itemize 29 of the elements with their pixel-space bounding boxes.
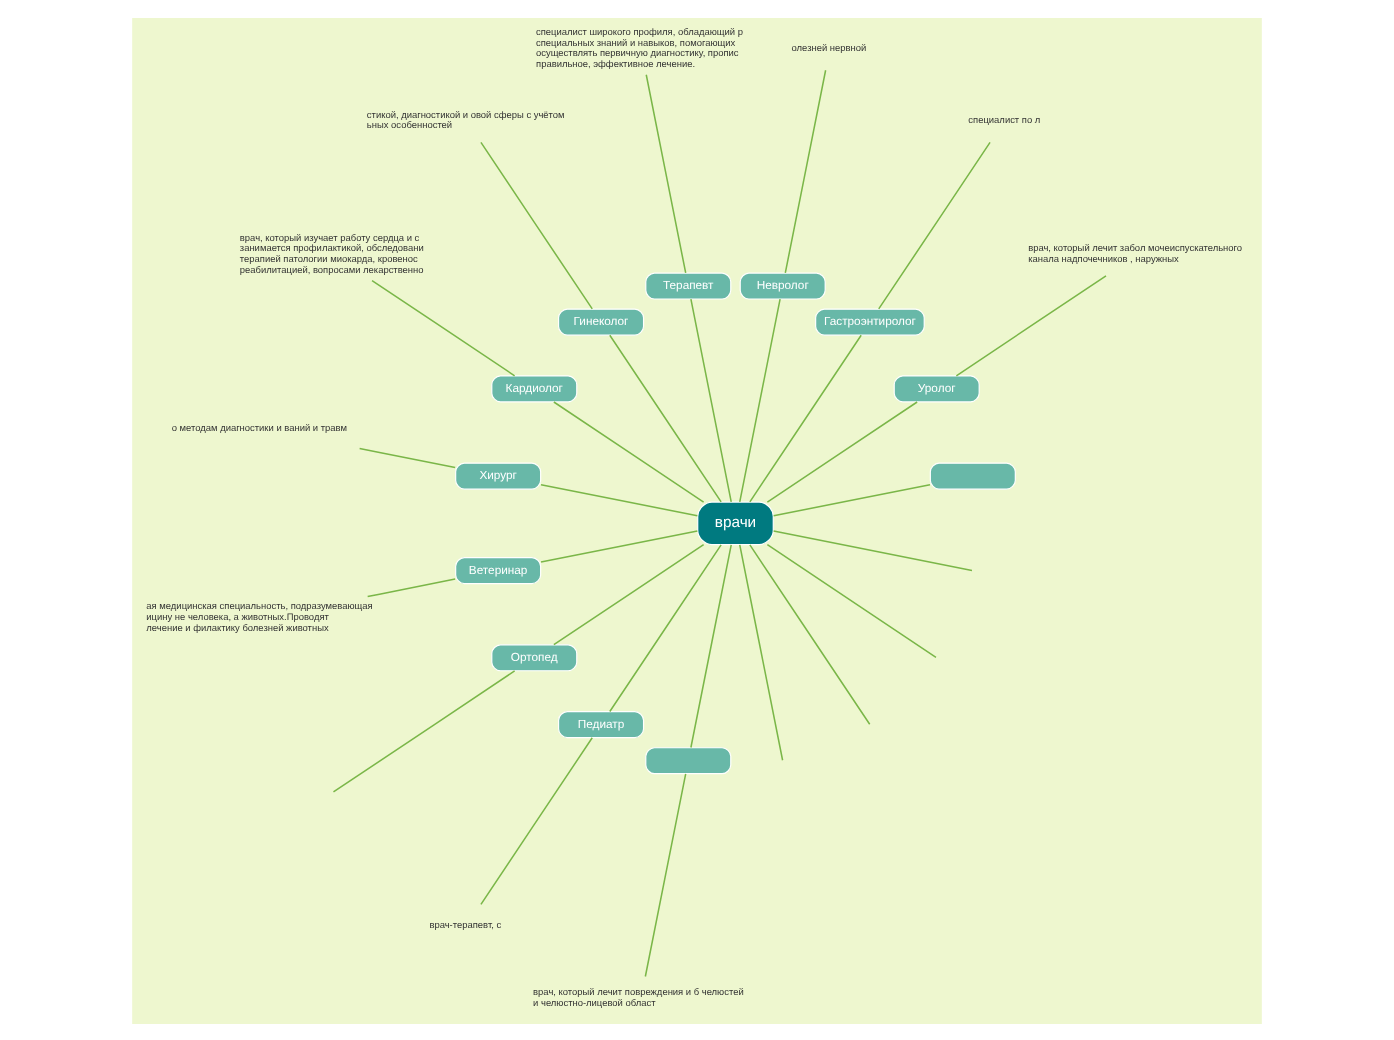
node-box: [645, 746, 732, 774]
connector: [332, 669, 516, 792]
connector: [540, 482, 699, 516]
connector: [749, 543, 871, 724]
connector: [690, 543, 732, 748]
connector: [645, 72, 687, 273]
connector: [739, 297, 781, 502]
connector: [784, 68, 827, 273]
connector: [749, 333, 862, 502]
connector: [644, 772, 687, 977]
connector: [540, 529, 699, 562]
connector: [772, 482, 931, 516]
connector: [553, 400, 705, 502]
connector: [480, 736, 593, 905]
connector: [766, 542, 937, 658]
connector: [609, 543, 722, 712]
connector: [772, 529, 973, 571]
connector: [766, 400, 918, 502]
connector: [371, 278, 516, 376]
node-box: [929, 461, 1016, 489]
connector: [358, 446, 456, 468]
connector: [690, 297, 732, 502]
connector: [609, 333, 722, 502]
connector: [553, 542, 705, 645]
connector: [955, 274, 1107, 376]
connector: [878, 140, 991, 309]
connector: [480, 140, 593, 309]
connector: [739, 543, 784, 760]
connector: [366, 577, 456, 597]
